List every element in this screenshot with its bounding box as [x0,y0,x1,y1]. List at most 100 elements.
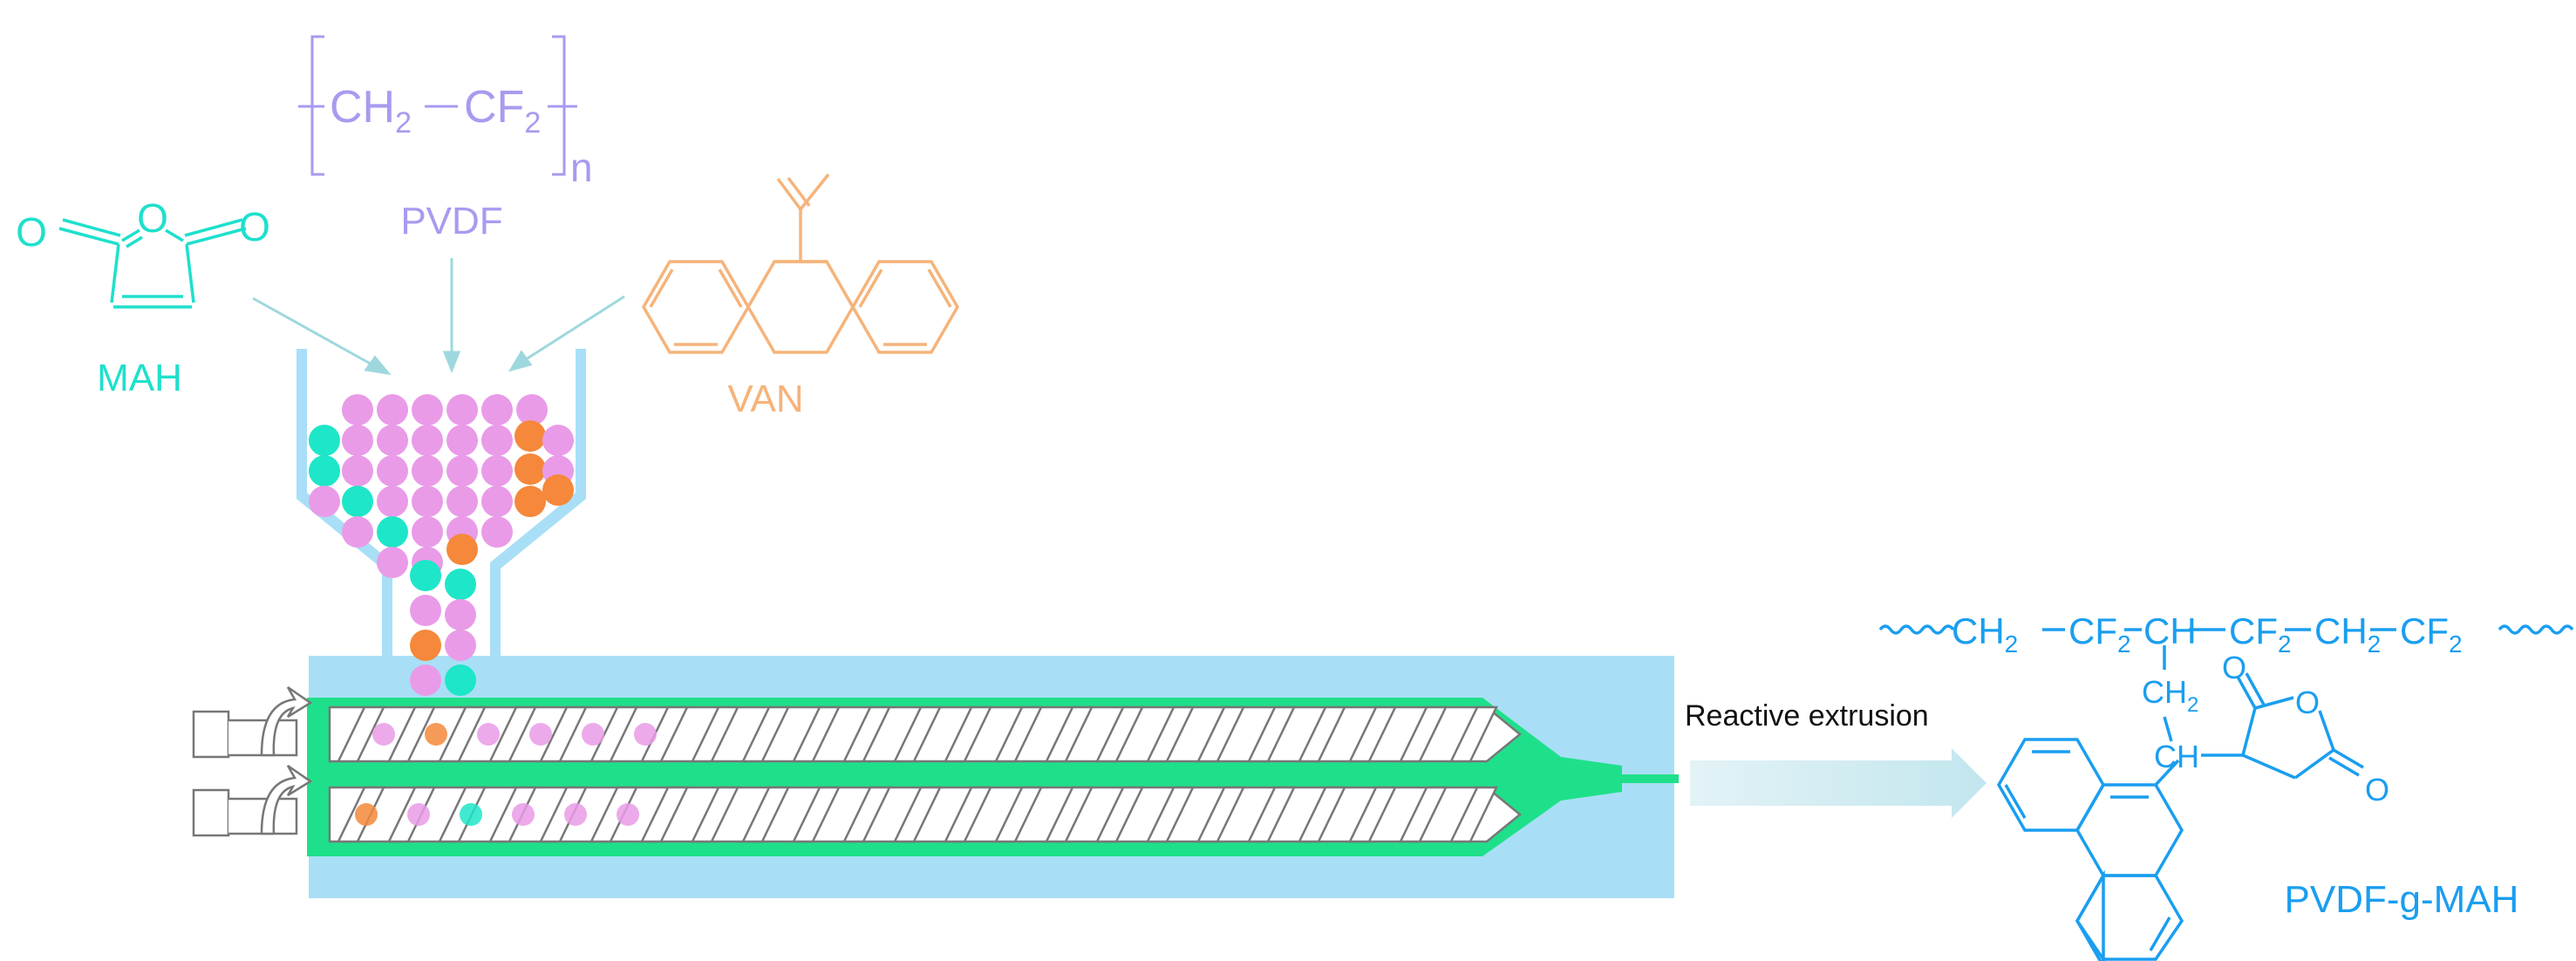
screw-pellet [477,723,500,746]
product-carbonyl-o-top: O [2222,650,2246,685]
hopper-particle [412,394,443,426]
hopper-particle [542,425,574,456]
hopper-particle [412,455,443,487]
screw-pellet [582,723,604,746]
hopper-particle [481,394,513,426]
hopper-particle [412,486,443,517]
hopper-particle [481,425,513,456]
screw-flight [640,705,689,763]
hopper-particle [377,394,408,426]
van-label: VAN [727,378,803,420]
screw-flight [1399,705,1448,763]
hopper-particle [515,453,546,485]
hopper-particle [515,486,546,517]
screw-flight [1399,786,1448,843]
screw-flight [1045,705,1094,763]
product-ch2-1: CH2 [1952,610,2018,658]
hopper-particle [342,394,373,426]
hopper-particle [446,486,478,517]
hopper-particle [481,486,513,517]
hopper-particle [410,595,441,626]
screw-flight [893,705,942,763]
mah-label: MAH [97,357,182,399]
hopper-particle [309,455,340,487]
screw-flight [691,786,739,843]
screw-flight [1247,705,1296,763]
product-pendant-ch2: CH2 [2142,674,2198,717]
screw-pellet [529,723,552,746]
screw-flight [842,786,891,843]
hopper-particle [410,560,441,591]
product-label: PVDF-g-MAH [2285,878,2519,921]
van-structure [641,173,960,354]
screw-pellet [564,803,587,826]
screw-flight [640,786,689,843]
screw-pellet [617,803,639,826]
screw-flight [792,786,841,843]
screw-flight [589,705,638,763]
process-label: Reactive extrusion [1685,699,1929,733]
screw-flight [1348,786,1397,843]
hopper-particle [516,394,548,426]
screw-flight [691,705,739,763]
pvdf-cf2-text: CF2 [464,82,541,140]
hopper-particle [410,630,441,661]
screw-flight [1095,786,1144,843]
screw-flight [994,705,1043,763]
hopper-particle [342,486,373,517]
screw-pellet [407,803,430,826]
screw-flight [1196,705,1245,763]
screw-flight [893,786,942,843]
hopper-particle [445,665,476,696]
mah-carbonyl-oxygen-left: O [16,209,47,255]
product-structure [1878,624,2574,961]
screw-flight [994,786,1043,843]
screw-flight [589,786,638,843]
hopper-particle [309,425,340,456]
screw-flight [1449,705,1498,763]
screw-flight [488,705,537,763]
product-pendant-ch: CH [2154,739,2199,774]
pvdf-structure [298,35,577,176]
product-cf2-3: CF2 [2400,610,2463,658]
hopper-particle [412,425,443,456]
feed-arrows [252,258,625,376]
screw-flight [337,705,385,763]
drive-shafts [192,685,313,837]
screw-flight [438,705,487,763]
screw-flight [1095,705,1144,763]
screw-pellet [460,803,482,826]
screw-flight [792,705,841,763]
screw-flight [387,705,436,763]
twin-screws [328,705,1522,843]
hopper-particle [542,474,574,506]
hopper-particle [377,486,408,517]
hopper-particle [377,516,408,548]
product-ring-o: O [2295,685,2320,720]
hopper-particle [412,516,443,548]
product-carbonyl-o-bottom: O [2365,772,2389,808]
screw-pellet [372,723,395,746]
process-arrow [1690,748,1987,818]
hopper-particle [377,547,408,578]
product-cf2-2: CF2 [2229,610,2292,658]
screw-flight [539,786,588,843]
hopper-particle [446,425,478,456]
screw-pellet [634,723,657,746]
hopper-particle [446,455,478,487]
product-cf2-1: CF2 [2068,610,2131,658]
hopper-particle [377,455,408,487]
hopper-particle [481,455,513,487]
pvdf-ch2-text: CH2 [330,82,412,140]
mah-carbonyl-oxygen-right: O [239,204,270,249]
screw-flight [539,705,588,763]
pvdf-repeat-n: n [570,145,593,190]
screw-flight [1045,786,1094,843]
screw-pellet [355,803,378,826]
hopper-particle [445,569,476,600]
hopper-particle [515,420,546,452]
hopper-particle [446,534,478,565]
hopper-particle [446,394,478,426]
screw-pellet [425,723,447,746]
